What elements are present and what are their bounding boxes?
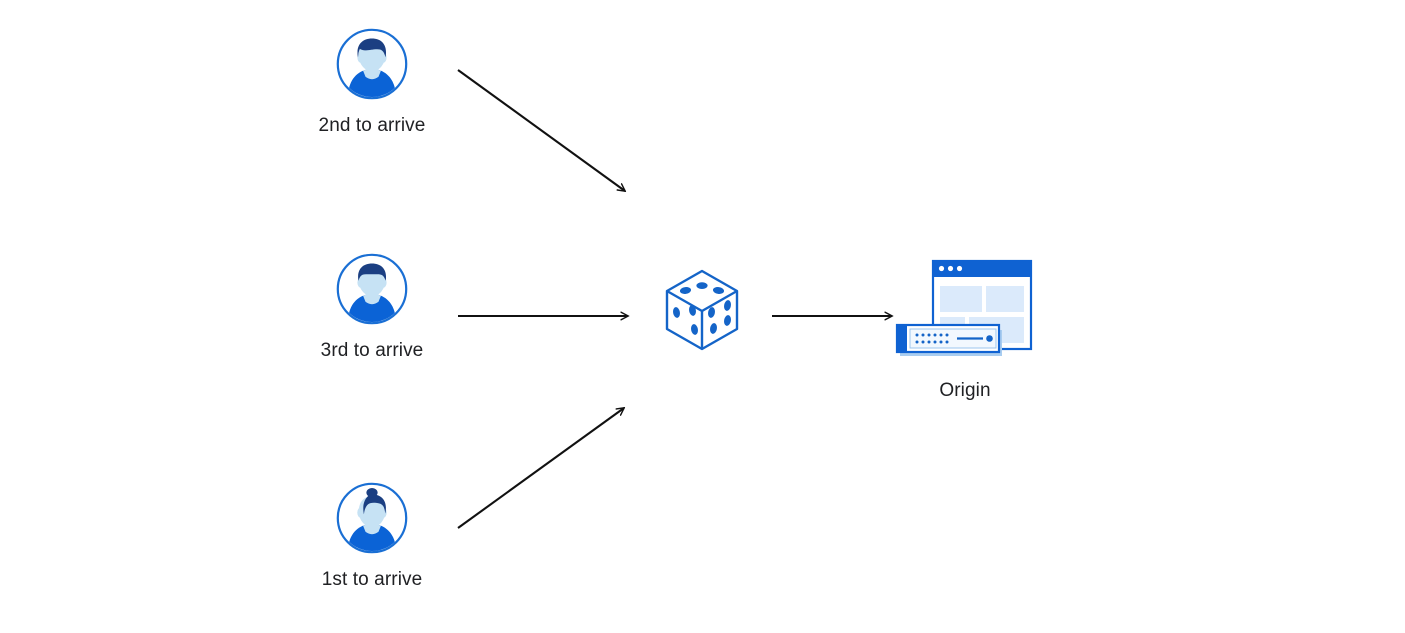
user-avatar-icon	[336, 253, 408, 325]
browser-dot	[956, 265, 963, 272]
arrow-client1-to-dice	[457, 408, 624, 529]
origin-node[interactable]: Origin	[893, 258, 1038, 400]
browser-block	[940, 286, 982, 312]
client-node-2nd[interactable]: 2nd to arrive	[319, 28, 425, 135]
browser-dot	[938, 265, 945, 272]
server-status-led	[986, 335, 993, 342]
origin-label: Origin	[939, 380, 991, 401]
client-label-3rd: 3rd to arrive	[320, 340, 424, 361]
dice-icon	[665, 269, 739, 351]
client-node-1st[interactable]: 1st to arrive	[322, 482, 422, 589]
origin-server-icon	[895, 259, 1033, 356]
user-avatar-icon	[336, 28, 408, 100]
server-device-icon	[895, 323, 1002, 356]
dice-right-pips	[708, 300, 731, 334]
dice-node[interactable]	[663, 268, 741, 352]
user-avatar-icon	[336, 482, 408, 554]
server-vent-dots	[915, 333, 949, 344]
browser-dot	[947, 265, 954, 272]
client-label-2nd: 2nd to arrive	[318, 115, 426, 136]
browser-block	[986, 286, 1024, 312]
client-node-3rd[interactable]: 3rd to arrive	[321, 253, 423, 360]
dice-top-pips	[679, 282, 725, 294]
dice-left-pips	[673, 305, 698, 335]
client-label-1st: 1st to arrive	[321, 569, 423, 590]
